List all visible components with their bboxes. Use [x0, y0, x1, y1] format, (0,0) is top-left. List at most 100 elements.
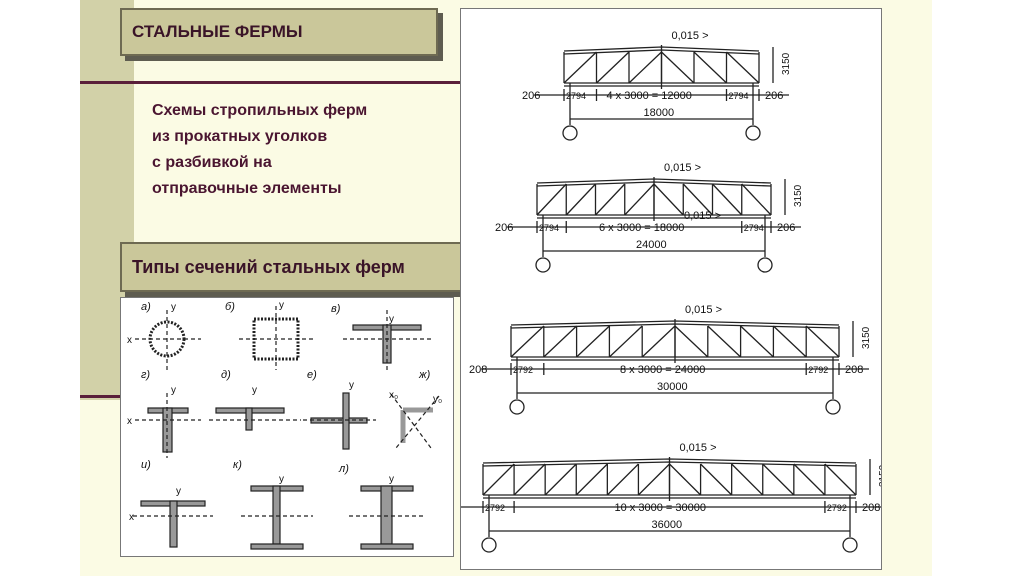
truss-2	[507, 177, 801, 273]
axis-y-label: y	[349, 380, 354, 391]
truss-member	[772, 325, 807, 358]
subtitle-box: Типы сечений стальных ферм	[120, 242, 500, 292]
span-label: 30000	[657, 381, 688, 393]
truss-member	[535, 257, 551, 273]
truss-member	[661, 51, 695, 84]
axis-x-label: x	[127, 335, 132, 346]
slide-subtitle: Типы сечений стальных ферм	[132, 256, 405, 277]
dimension-label: 2794	[566, 91, 586, 101]
axis-y-label: y	[176, 486, 181, 497]
slide-title: СТАЛЬНЫЕ ФЕРМЫ	[132, 22, 303, 41]
truss-member	[669, 463, 702, 496]
section-label: д)	[221, 369, 231, 381]
truss-schemes-figure: 0,015 > 3150 206 2794 4 x 3000 = 12000 2794 20…	[441, 8, 889, 570]
dimension-label: 4 x 3000 = 12000	[607, 90, 692, 102]
truss-4	[453, 457, 886, 553]
description: Схемы стропильных ферм из прокатных угол…	[152, 98, 452, 202]
sections-figure: а) б) в) г) д) е) ж) и) к) л) x y y y x …	[120, 297, 454, 557]
slope-label: 0,015 >	[684, 210, 721, 222]
height-label: 3150	[878, 464, 881, 487]
truss-member	[641, 325, 676, 358]
truss-member	[693, 51, 727, 84]
truss-member	[510, 325, 545, 358]
section-label: г)	[141, 369, 150, 381]
title-box: СТАЛЬНЫЕ ФЕРМЫ	[120, 8, 438, 56]
truss-member	[628, 51, 662, 84]
slope-label: 0,015 >	[672, 30, 709, 42]
description-line: с разбивкой на	[152, 154, 272, 171]
dimension-label: 2794	[744, 223, 764, 233]
dimension-label: 2792	[827, 503, 847, 513]
dimension-label: 206	[495, 222, 513, 234]
height-label: 3150	[793, 184, 804, 207]
axis-x0-label: x₀	[389, 390, 398, 401]
dimension-label: 2792	[485, 503, 505, 513]
section-label: б)	[225, 301, 235, 313]
truss-member	[596, 51, 630, 84]
section-label: е)	[307, 369, 317, 381]
truss-member	[562, 125, 578, 141]
truss-member	[712, 183, 743, 216]
truss-member	[543, 325, 578, 358]
description-line: из прокатных уголков	[152, 128, 328, 145]
truss-member	[565, 183, 596, 216]
truss-member	[824, 463, 857, 496]
truss-member	[481, 537, 497, 553]
dimension-label: 2794	[539, 223, 559, 233]
dimension-label: 206	[765, 90, 783, 102]
truss-member	[536, 183, 567, 216]
truss-3	[481, 319, 869, 415]
truss-member	[606, 463, 639, 496]
truss-member	[762, 463, 795, 496]
axis-y-label: y	[279, 474, 284, 485]
truss-1	[534, 45, 789, 141]
truss-member	[793, 463, 826, 496]
truss-member	[731, 463, 764, 496]
truss-member	[653, 183, 684, 216]
axis-y-label: y	[171, 385, 176, 396]
description-line: отправочные элементы	[152, 180, 342, 197]
height-label: 3150	[781, 52, 792, 75]
truss-member	[707, 325, 742, 358]
sections-drawing: а) б) в) г) д) е) ж) и) к) л) x y y y x …	[127, 300, 442, 550]
dimension-label: 2792	[513, 365, 533, 375]
truss-member	[482, 463, 515, 496]
truss-member	[575, 463, 608, 496]
truss-member	[674, 325, 709, 358]
slope-label: 0,015 >	[685, 304, 722, 316]
axis-y0-label: y₀	[433, 394, 442, 405]
truss-member	[595, 183, 626, 216]
truss-member	[740, 325, 774, 358]
axis-y-label: y	[171, 302, 176, 313]
dimension-label: 208	[845, 364, 863, 376]
dimension-label: 8 x 3000 = 24000	[620, 364, 705, 376]
dimension-label: 208	[862, 502, 880, 514]
truss-member	[576, 325, 610, 358]
truss-member	[509, 399, 525, 415]
truss-drawing: 0,015 > 3150 206 2794 4 x 3000 = 12000 2794 20…	[441, 30, 889, 553]
truss-member	[682, 183, 713, 216]
truss-member	[757, 257, 773, 273]
dimension-label: 2794	[729, 91, 749, 101]
axis-y-label: y	[279, 300, 284, 311]
section-label: и)	[141, 459, 151, 471]
dimension-label: 10 x 3000 = 30000	[615, 502, 706, 514]
dimension-label: 208	[469, 364, 487, 376]
truss-member	[624, 183, 655, 216]
dimension-label: 2792	[808, 365, 828, 375]
truss-member	[741, 183, 772, 216]
dimension-label: 206	[777, 222, 795, 234]
axis-x-label: x	[127, 416, 132, 427]
section-label: в)	[331, 303, 341, 315]
truss-member	[563, 51, 597, 84]
truss-member	[842, 537, 858, 553]
truss-member	[513, 463, 546, 496]
truss-member	[544, 463, 577, 496]
divider-line-lower	[80, 395, 120, 398]
axis-y-label: y	[389, 314, 394, 325]
span-label: 18000	[644, 107, 675, 119]
height-label: 3150	[861, 326, 872, 349]
dimension-label: 206	[522, 90, 540, 102]
truss-member	[608, 325, 643, 358]
axis-y-label: y	[389, 474, 394, 485]
